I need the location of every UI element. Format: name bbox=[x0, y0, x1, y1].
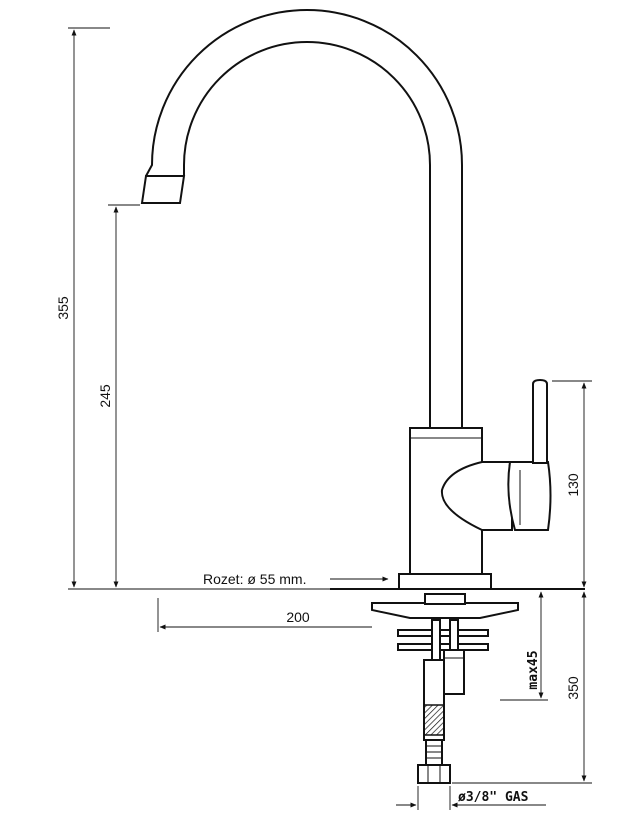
dimension-355: 355 bbox=[55, 27, 330, 590]
rozet-annotation: Rozet: ø 55 mm. bbox=[203, 571, 389, 587]
flexible-hose bbox=[417, 659, 451, 784]
dimension-connection: ø3/8" GAS bbox=[396, 786, 546, 810]
handle bbox=[440, 378, 552, 531]
dimension-130-label: 130 bbox=[565, 473, 581, 497]
dimension-connection-label: ø3/8" GAS bbox=[458, 790, 529, 805]
rozet-label: Rozet: ø 55 mm. bbox=[203, 571, 306, 587]
spout bbox=[145, 9, 463, 428]
spout-aerator bbox=[140, 175, 186, 204]
dimension-200: 200 bbox=[157, 598, 372, 632]
dimension-355-label: 355 bbox=[55, 296, 71, 320]
dimension-max45: max45 bbox=[500, 591, 548, 701]
dimension-130: 130 bbox=[552, 380, 592, 588]
dimension-245-label: 245 bbox=[97, 384, 113, 408]
dimension-max45-label: max45 bbox=[526, 650, 541, 689]
dimension-200-label: 200 bbox=[286, 609, 310, 625]
dimension-350: 350 bbox=[452, 591, 592, 784]
mounting-hardware bbox=[330, 588, 585, 695]
dimension-245: 245 bbox=[97, 204, 140, 588]
dimension-350-label: 350 bbox=[565, 676, 581, 700]
rozet-base bbox=[398, 573, 492, 590]
